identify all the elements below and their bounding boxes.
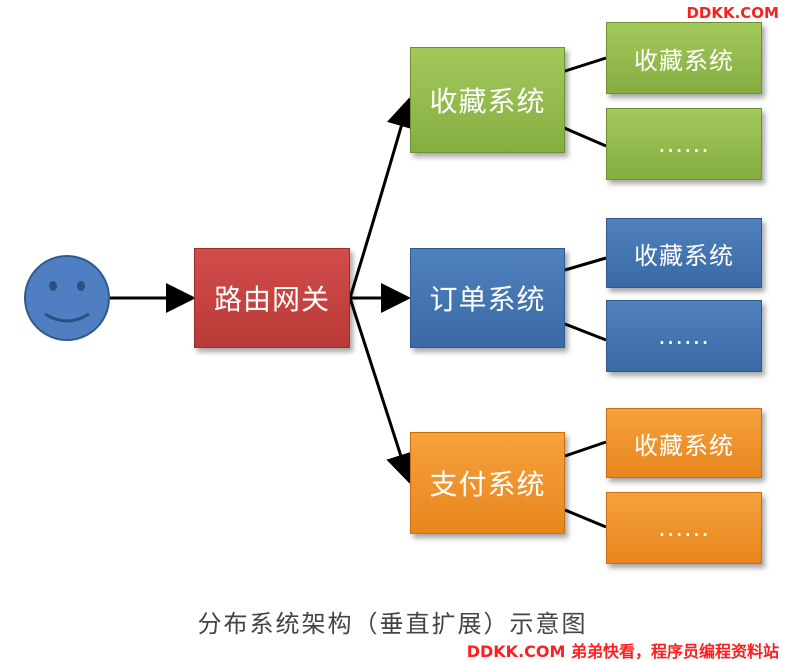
watermark-bottom: DDKK.COM 弟弟快看，程序员编程资料站 (466, 642, 779, 661)
favorites-child-label-2: ...... (658, 130, 710, 158)
favorites-child-label-1: 收藏系统 (634, 46, 734, 75)
line-payment-to-child1 (564, 440, 607, 458)
gateway-box: 路由网关 (194, 248, 350, 348)
arrow-gateway-to-payment (348, 297, 416, 484)
payment-system-label: 支付系统 (429, 468, 546, 501)
payment-system-box: 支付系统 (410, 432, 565, 534)
line-payment-to-child2 (564, 508, 607, 529)
favorites-child-box-1: 收藏系统 (606, 22, 762, 94)
payment-child-box-1: 收藏系统 (606, 408, 762, 478)
line-favorites-to-child1 (561, 56, 607, 74)
watermark-top: DDKK.COM (686, 4, 779, 22)
user-smiley-icon (24, 255, 110, 341)
orders-child-box-1: 收藏系统 (606, 218, 762, 288)
orders-system-box: 订单系统 (410, 248, 565, 348)
line-favorites-to-child2 (561, 125, 607, 148)
diagram-caption: 分布系统架构（垂直扩展）示意图 (197, 610, 588, 638)
favorites-child-box-2: ...... (606, 108, 762, 180)
payment-child-box-2: ...... (606, 492, 762, 564)
payment-child-label-1: 收藏系统 (634, 431, 734, 460)
orders-child-box-2: ...... (606, 300, 762, 372)
orders-child-label-1: 收藏系统 (634, 241, 734, 270)
gateway-label: 路由网关 (213, 283, 330, 316)
line-orders-to-child1 (564, 256, 607, 272)
payment-child-label-2: ...... (658, 514, 710, 542)
arrow-gateway-to-favorites (348, 97, 416, 299)
orders-system-label: 订单系统 (429, 283, 546, 316)
line-orders-to-child2 (564, 322, 607, 342)
favorites-system-box: 收藏系统 (410, 47, 565, 153)
orders-child-label-2: ...... (658, 322, 710, 350)
favorites-system-label: 收藏系统 (429, 85, 546, 118)
